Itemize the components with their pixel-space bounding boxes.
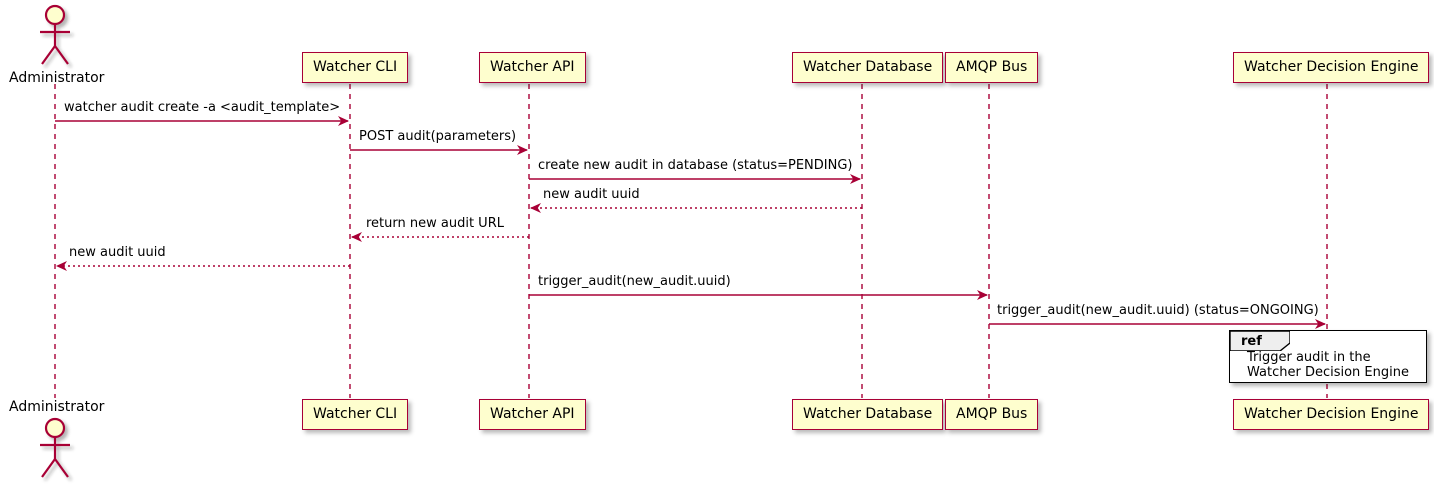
- ref-fragment-line-1: Trigger audit in the: [1247, 350, 1371, 365]
- message-label-8: trigger_audit(new_audit.uuid) (status=ON…: [997, 303, 1319, 318]
- ref-fragment-line-2: Watcher Decision Engine: [1247, 365, 1409, 380]
- participant-box-amqp-bus-top[interactable]: AMQP Bus: [945, 52, 1039, 83]
- participant-box-amqp-bus-bottom[interactable]: AMQP Bus: [945, 399, 1039, 430]
- message-label-6: new audit uuid: [69, 245, 166, 260]
- message-label-4: new audit uuid: [543, 187, 640, 202]
- participant-box-watcher-cli-top[interactable]: Watcher CLI: [302, 52, 409, 83]
- participant-box-watcher-api-top[interactable]: Watcher API: [479, 52, 586, 83]
- participant-box-watcher-api-bottom[interactable]: Watcher API: [479, 399, 586, 430]
- participant-box-watcher-decision-engine-bottom[interactable]: Watcher Decision Engine: [1233, 399, 1430, 430]
- actor-label-administrator-top: Administrator: [9, 70, 105, 86]
- participant-box-watcher-database-bottom[interactable]: Watcher Database: [792, 399, 944, 430]
- message-label-7: trigger_audit(new_audit.uuid): [538, 274, 731, 289]
- message-label-2: POST audit(parameters): [359, 129, 517, 144]
- participant-box-watcher-decision-engine-top[interactable]: Watcher Decision Engine: [1233, 52, 1430, 83]
- message-label-3: create new audit in database (status=PEN…: [538, 158, 853, 173]
- ref-tab-label: ref: [1241, 334, 1262, 349]
- participant-box-watcher-cli-bottom[interactable]: Watcher CLI: [302, 399, 409, 430]
- actor-administrator-top-figure: [40, 4, 70, 65]
- actor-administrator-bottom-figure: [40, 417, 70, 478]
- participant-box-watcher-database-top[interactable]: Watcher Database: [792, 52, 944, 83]
- message-label-5: return new audit URL: [366, 216, 504, 231]
- message-label-1: watcher audit create -a <audit_template>: [64, 100, 341, 115]
- actor-label-administrator-bottom: Administrator: [9, 399, 105, 415]
- lifelines: [54, 84, 1328, 398]
- ref-fragment-box: ref Trigger audit in the Watcher Decisio…: [1229, 330, 1427, 383]
- ref-tab-shape: [1230, 331, 1290, 351]
- message-arrows: [55, 116, 1326, 329]
